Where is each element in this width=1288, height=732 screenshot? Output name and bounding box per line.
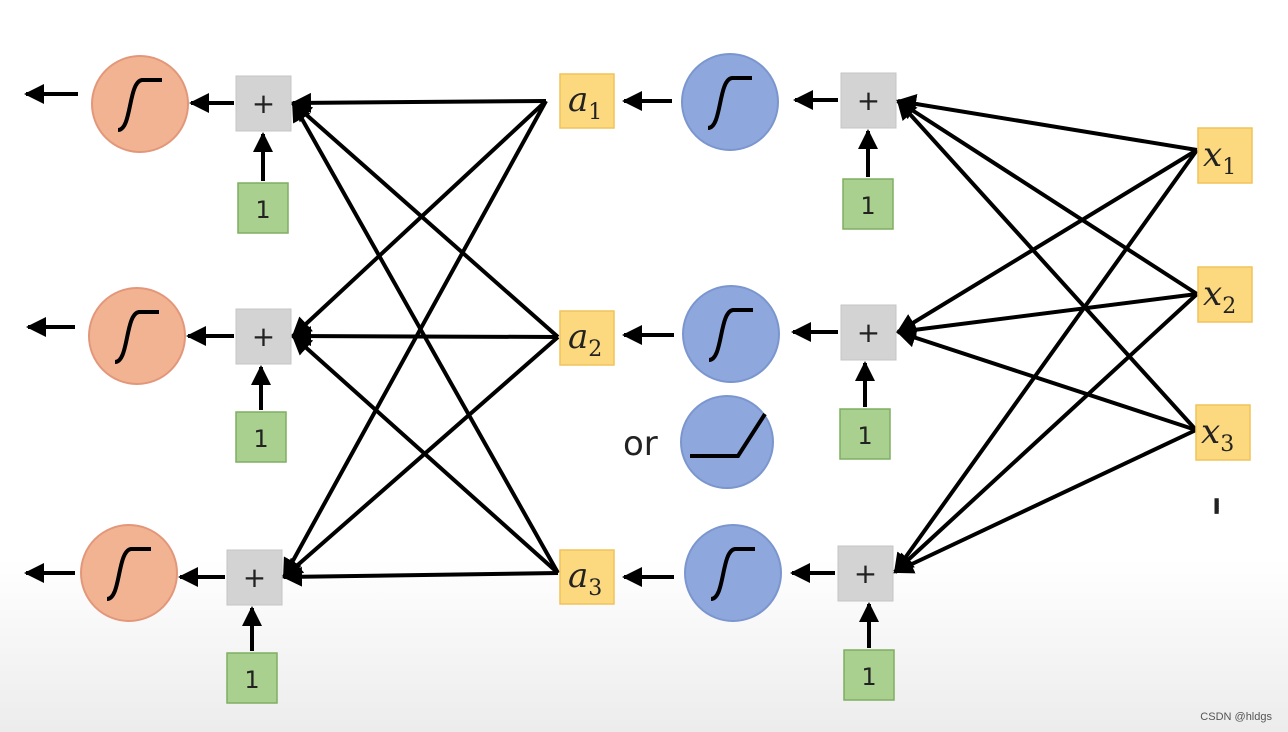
weight-line (282, 566, 559, 587)
sigmoid-icon (710, 547, 755, 601)
or-label: or (623, 424, 658, 464)
svg-text:+: + (243, 561, 266, 594)
svg-text:1: 1 (860, 192, 875, 220)
svg-text:1: 1 (253, 425, 268, 453)
weight-line (282, 335, 560, 579)
sigmoid-icon (707, 76, 752, 130)
output-neuron-2 (88, 287, 186, 385)
svg-text:x3: x3 (1201, 412, 1234, 457)
input-x1: x1 (1197, 127, 1253, 184)
weight-line (291, 99, 548, 338)
weight-line (291, 334, 560, 575)
bias-node: 1 (237, 182, 289, 234)
sum-node: + (226, 549, 283, 606)
arrows (24, 84, 879, 651)
weight-line (893, 292, 1199, 574)
weight-line (896, 328, 1197, 432)
hidden-unit-a2: a2 (559, 310, 615, 366)
svg-text:a3: a3 (568, 556, 602, 601)
weight-line (896, 94, 1198, 152)
relu-neuron (680, 395, 774, 489)
input-x3: x3 (1195, 404, 1251, 461)
hidden-unit-a3: a3 (559, 549, 615, 605)
sum-node: + (840, 304, 897, 361)
continuation-dots: ...... (1209, 496, 1234, 515)
weight-line (896, 99, 1198, 432)
input-x2: x2 (1197, 266, 1253, 323)
bias-node: 1 (839, 408, 891, 460)
svg-text:+: + (252, 320, 275, 353)
weight-line (291, 92, 547, 113)
bias-node: 1 (842, 178, 894, 230)
svg-text:a2: a2 (568, 317, 602, 362)
weight-line (291, 101, 560, 574)
weight-line (896, 99, 1199, 296)
sigmoid-icon (708, 308, 753, 362)
svg-text:1: 1 (244, 666, 259, 694)
sum-node: + (840, 72, 897, 129)
weight-line (893, 148, 1199, 574)
sum-node: + (837, 545, 894, 602)
connection-lines (282, 92, 1199, 587)
weight-line (291, 101, 560, 339)
sum-node: + (235, 75, 292, 132)
weight-line (282, 100, 548, 579)
sigmoid-icon (117, 78, 162, 132)
sigmoid-icon (114, 310, 159, 364)
hidden-unit-a1: a1 (559, 73, 615, 129)
watermark: CSDN @hldgs (1200, 711, 1272, 723)
hidden-neuron-3 (684, 524, 782, 622)
sum-node: + (235, 308, 292, 365)
weight-line (896, 292, 1198, 340)
svg-text:+: + (854, 557, 877, 590)
output-neuron-3 (80, 524, 178, 622)
svg-text:+: + (857, 84, 880, 117)
bias-node: 1 (226, 652, 278, 704)
svg-text:+: + (857, 316, 880, 349)
sigmoid-icon (106, 547, 151, 601)
svg-text:a1: a1 (568, 80, 602, 125)
bias-node: 1 (235, 411, 287, 463)
hidden-neuron-2 (682, 285, 780, 383)
weight-line (893, 428, 1197, 574)
svg-text:x2: x2 (1203, 274, 1236, 319)
bias-node: 1 (843, 649, 895, 701)
svg-text:x1: x1 (1203, 135, 1236, 180)
svg-text:1: 1 (255, 196, 270, 224)
output-neuron-1 (91, 55, 189, 153)
weight-line (896, 148, 1199, 334)
svg-text:1: 1 (861, 663, 876, 691)
relu-icon (690, 412, 767, 458)
svg-text:+: + (252, 87, 275, 120)
hidden-neuron-1 (681, 53, 779, 151)
svg-text:1: 1 (857, 422, 872, 450)
